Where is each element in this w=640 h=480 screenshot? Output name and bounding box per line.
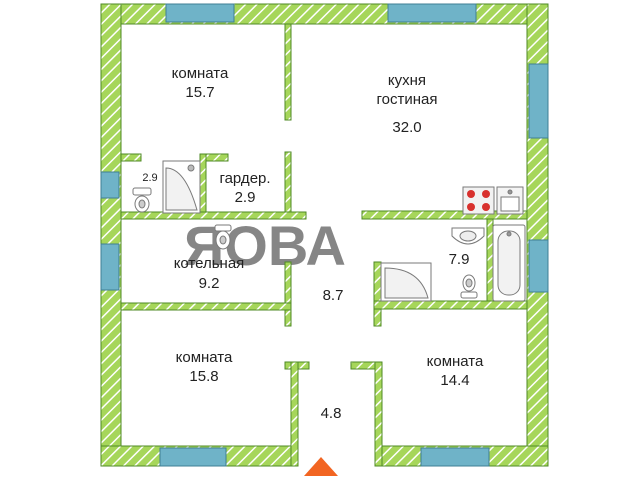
- room-name: комната: [172, 65, 229, 82]
- room-area: 32.0: [392, 119, 421, 136]
- sink-icon: [496, 186, 524, 215]
- stove-icon: [462, 186, 495, 215]
- room-bottom-left: комната 15.8: [176, 349, 233, 385]
- room-bathroom: 7.9: [449, 251, 470, 268]
- room-bathroom-small: 2.9: [142, 172, 157, 184]
- room-hall: 8.7: [323, 287, 344, 304]
- window-right-bottom: [528, 239, 549, 293]
- outer-wall-left: [100, 3, 122, 467]
- toilet-icon: [132, 187, 152, 213]
- window-right-top: [528, 63, 549, 139]
- watermark-text: ЯОВА: [184, 214, 346, 277]
- wall-bath-divider: [199, 153, 207, 215]
- wall-bath-bottom: [373, 300, 528, 310]
- wall-vestibule-right: [374, 361, 383, 467]
- wall-bath-right-inner: [486, 218, 494, 302]
- entrance-arrow-icon: [304, 457, 338, 476]
- room-kitchen-living: кухня гостиная 32.0: [377, 72, 438, 136]
- room-name: гардер.: [219, 170, 270, 187]
- room-name-line1: кухня: [388, 72, 426, 89]
- room-area: 9.2: [199, 275, 220, 292]
- room-name: комната: [176, 349, 233, 366]
- window-left-top: [100, 171, 120, 199]
- window-bottom-right: [420, 447, 490, 467]
- room-boiler: котельная 9.2: [174, 255, 245, 292]
- room-wardrobe: гардер. 2.9: [219, 170, 270, 206]
- room-area: 2.9: [235, 189, 256, 206]
- wall-kitchen-bottom: [361, 210, 528, 220]
- room-vestibule: 4.8: [321, 405, 342, 422]
- room-name-line2: гостиная: [377, 91, 438, 108]
- room-area: 4.8: [321, 405, 342, 422]
- sink-icon: [451, 227, 485, 245]
- room-area: 15.7: [185, 84, 214, 101]
- shower-icon: [380, 262, 432, 302]
- room-bottom-right: комната 14.4: [427, 353, 484, 389]
- wall-boiler-right: [284, 261, 292, 327]
- room-area: 8.7: [323, 287, 344, 304]
- wall-boiler-bottom: [120, 302, 292, 311]
- windows: [100, 3, 549, 467]
- room-name: комната: [427, 353, 484, 370]
- room-area: 2.9: [142, 172, 157, 184]
- room-area: 14.4: [440, 372, 469, 389]
- wall-wardrobe-right: [284, 151, 292, 217]
- wall-bath-left: [373, 261, 382, 327]
- wall-top-vertical: [284, 23, 292, 121]
- window-left-bottom: [100, 243, 120, 291]
- room-top-left: комната 15.7: [172, 65, 229, 101]
- wall-vestibule-left: [290, 361, 299, 467]
- wall-wardrobe-bottom: [120, 211, 307, 220]
- window-bottom-left: [159, 447, 227, 467]
- room-area: 7.9: [449, 251, 470, 268]
- wall-bath-top: [120, 153, 142, 162]
- toilet-icon: [214, 224, 232, 250]
- room-area: 15.8: [189, 368, 218, 385]
- window-top-middle: [387, 3, 477, 23]
- room-name: котельная: [174, 255, 245, 272]
- shower-icon: [162, 160, 201, 214]
- bathtub-icon: [492, 224, 526, 302]
- window-top-left: [165, 3, 235, 23]
- toilet-icon: [460, 274, 478, 299]
